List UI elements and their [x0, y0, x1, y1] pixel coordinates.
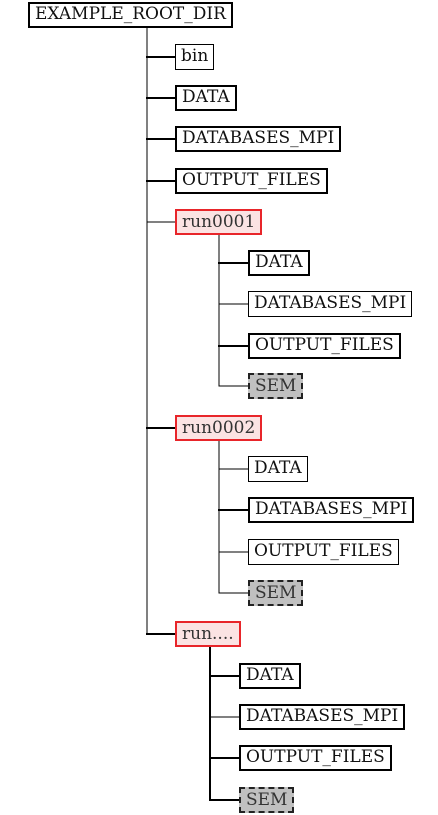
dir-node-databases-mpi[interactable]: DATABASES_MPI	[175, 126, 342, 152]
dir-node-data[interactable]: DATA	[175, 85, 237, 111]
run0002-dir-node-data[interactable]: DATA	[248, 456, 308, 482]
run-dots-dir-node-sem[interactable]: SEM	[239, 787, 295, 813]
run-dir-node-run0001[interactable]: run0001	[175, 209, 263, 235]
run0002-dir-node-output-files[interactable]: OUTPUT_FILES	[248, 539, 399, 565]
run0001-dir-node-databases-mpi[interactable]: DATABASES_MPI	[248, 291, 413, 317]
run-dir-node-run0002[interactable]: run0002	[175, 415, 263, 441]
run0001-dir-node-sem[interactable]: SEM	[248, 373, 304, 399]
run-dir-node-run-dots[interactable]: run....	[175, 621, 241, 647]
run0002-dir-node-sem[interactable]: SEM	[248, 580, 304, 606]
dir-node-output-files[interactable]: OUTPUT_FILES	[175, 168, 328, 194]
run0001-dir-node-data[interactable]: DATA	[248, 250, 310, 276]
root-dir-node[interactable]: EXAMPLE_ROOT_DIR	[28, 2, 233, 28]
dir-node-bin[interactable]: bin	[175, 44, 215, 70]
run0002-dir-node-databases-mpi[interactable]: DATABASES_MPI	[248, 497, 415, 523]
run-dots-dir-node-output-files[interactable]: OUTPUT_FILES	[239, 745, 392, 771]
run-dots-dir-node-data[interactable]: DATA	[239, 663, 301, 689]
run0001-dir-node-output-files[interactable]: OUTPUT_FILES	[248, 333, 401, 359]
run-dots-dir-node-databases-mpi[interactable]: DATABASES_MPI	[239, 704, 406, 730]
